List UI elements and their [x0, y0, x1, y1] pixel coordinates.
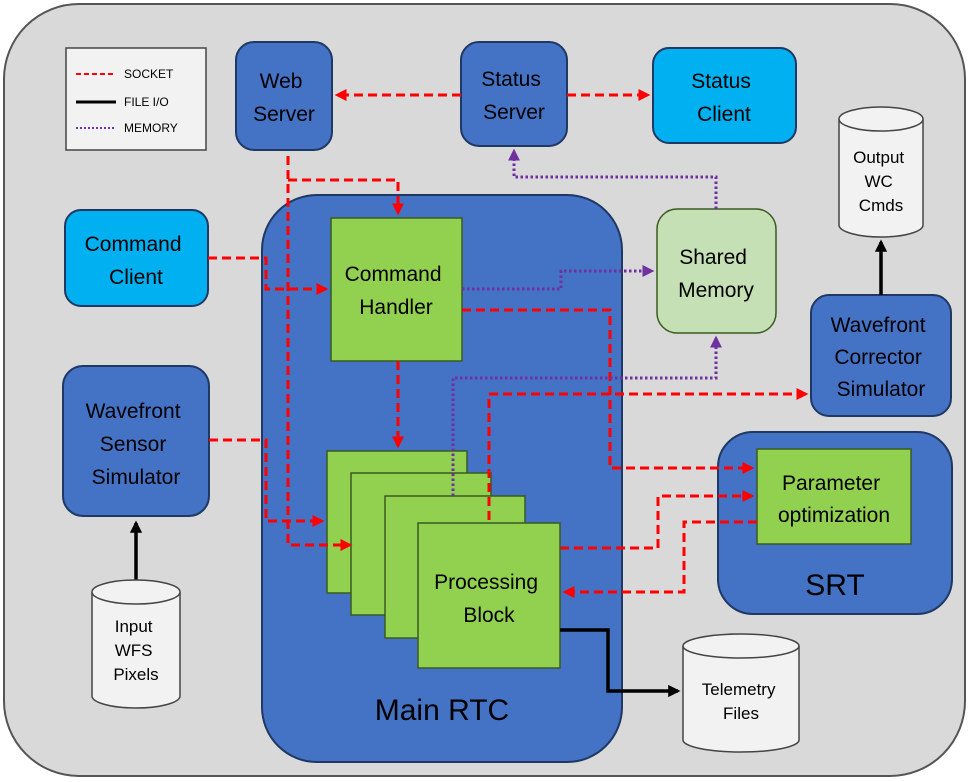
memory-handler-to-shared [462, 265, 655, 291]
svg-text:Input WFS Pixels: Input WFS Pixels [113, 617, 158, 684]
processing-block-line-2: Block [463, 604, 515, 627]
wfc-simulator-line-1: Wavefront [831, 314, 926, 337]
processing-block-node: Processing Block [417, 522, 561, 669]
wfc-simulator-node: Wavefront Corrector Simulator [810, 294, 952, 417]
input-line-3: Pixels [113, 665, 158, 684]
web-server-node: Web Server [235, 41, 333, 151]
web-server-line-2: Server [253, 103, 315, 126]
legend: SOCKET FILE I/O MEMORY [65, 47, 207, 151]
status-client-node: Status Client [652, 47, 797, 144]
legend-socket-label: SOCKET [124, 67, 174, 81]
wfc-simulator-line-2: Corrector [834, 346, 922, 369]
wfs-simulator-line-2: Sensor [100, 433, 167, 456]
web-server-line-1: Web [260, 70, 303, 93]
legend-memory-label: MEMORY [124, 121, 178, 135]
telemetry-files-cylinder: Telemetry Files [682, 633, 800, 753]
svg-text:Wavefront Sensor S: Wavefront Sensor Simulator [86, 400, 187, 489]
parameter-optimization-node: Parameter optimization [756, 448, 912, 545]
command-handler-node: Command Handler [330, 217, 463, 362]
svg-text:Command Handler: Command Handler [345, 263, 448, 319]
status-client-line-2: Client [697, 103, 751, 126]
output-line-2: WC [864, 172, 892, 191]
svg-text:Shared Memory: Shared Memory [678, 246, 754, 302]
memory-shared-to-status [508, 148, 718, 209]
output-wc-cmds-cylinder: Output WC Cmds [838, 106, 924, 238]
svg-text:Parameter optimization: Parameter optimization [778, 472, 890, 527]
wfs-simulator-line-3: Simulator [92, 466, 181, 489]
memory-processing-to-shared [451, 335, 722, 496]
socket-web-to-handler [288, 178, 404, 216]
processing-block-line-1: Processing [434, 571, 538, 594]
output-line-1: Output [853, 148, 904, 167]
socket-wfs-to-processing [209, 438, 325, 527]
memory-connections [451, 148, 722, 496]
command-client-node: Command Client [64, 209, 209, 307]
svg-text:Wavefront Corrector: Wavefront Corrector Simulator [831, 314, 932, 401]
svg-text:Command Client: Command Client [85, 233, 188, 289]
wfs-simulator-line-1: Wavefront [86, 400, 181, 423]
status-server-line-1: Status [481, 68, 541, 91]
status-server-node: Status Server [460, 41, 568, 147]
svg-text:Output WC Cmds: Output WC Cmds [853, 148, 909, 215]
socket-client-to-handler [208, 256, 329, 295]
parameter-optimization-line-2: optimization [778, 504, 890, 527]
input-line-1: Input [115, 617, 153, 636]
parameter-optimization-line-1: Parameter [782, 472, 880, 495]
input-line-2: WFS [115, 641, 153, 660]
svg-text:Web Server: Web Server [253, 70, 315, 126]
main-rtc-label: Main RTC [375, 694, 509, 727]
socket-paramopt-to-processing [562, 520, 757, 598]
shared-memory-node: Shared Memory [656, 208, 777, 334]
command-handler-line-2: Handler [359, 296, 433, 319]
socket-handler-to-paramopt [462, 308, 755, 474]
shared-memory-line-1: Shared [679, 246, 747, 269]
status-server-line-2: Server [483, 101, 545, 124]
socket-web-to-processing [286, 156, 353, 551]
srt-label: SRT [805, 569, 864, 602]
svg-text:Status Client: Status Client [691, 70, 756, 126]
wfc-simulator-line-3: Simulator [837, 378, 926, 401]
fileio-processing-to-telemetry [560, 628, 681, 698]
command-client-line-1: Command [85, 233, 182, 256]
telemetry-line-2: Files [723, 704, 759, 723]
svg-text:Telemetry Files: Telemetry Files [702, 680, 780, 723]
legend-file-io-label: FILE I/O [124, 95, 169, 109]
socket-processing-to-paramopt [560, 490, 755, 550]
status-client-line-1: Status [691, 70, 751, 93]
file-io-connections [129, 239, 888, 698]
svg-text:Status Server: Status Server [481, 68, 546, 124]
output-line-3: Cmds [859, 196, 903, 215]
wfs-simulator-node: Wavefront Sensor Simulator [62, 365, 210, 517]
input-wfs-pixels-cylinder: Input WFS Pixels [91, 579, 181, 709]
socket-processing-to-wfc [487, 388, 809, 520]
svg-text:Processing Block: Processing Block [434, 571, 544, 627]
telemetry-line-1: Telemetry [702, 680, 776, 699]
command-handler-line-1: Command [345, 263, 442, 286]
socket-connections [208, 89, 809, 598]
shared-memory-line-2: Memory [678, 279, 754, 302]
command-client-line-2: Client [109, 266, 163, 289]
